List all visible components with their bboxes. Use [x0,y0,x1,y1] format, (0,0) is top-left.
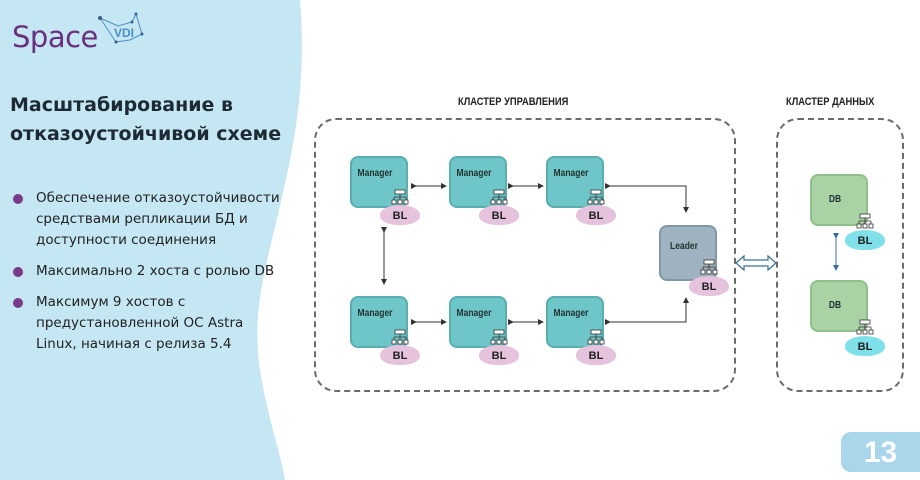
network-hierarchy-icon [490,189,508,205]
manager-node: Manager [350,296,408,348]
node-label: Manager [553,168,589,179]
bullet-dot-icon [13,267,23,277]
db-node: DB [810,174,868,226]
bl-badge: BL [479,345,519,365]
network-hierarchy-icon [856,319,874,335]
bl-badge: BL [380,205,420,225]
data-cluster [776,118,904,392]
logo-brand: Space [12,20,98,54]
node-label: Manager [456,308,492,319]
network-hierarchy-icon [391,329,409,345]
db-node: DB [810,280,868,332]
bl-badge: BL [479,205,519,225]
bullet-text: Обеспечение отказоустойчивости средствам… [36,190,280,248]
network-hierarchy-icon [700,259,718,275]
manager-node: Manager [449,156,507,208]
network-hierarchy-icon [391,189,409,205]
management-cluster-title: КЛАСТЕР УПРАВЛЕНИЯ [458,96,569,108]
bl-badge: BL [380,345,420,365]
bullet-item: Обеспечение отказоустойчивости средствам… [12,188,282,251]
node-label: Manager [456,168,492,179]
network-hierarchy-icon [490,329,508,345]
node-label: Manager [357,168,393,179]
manager-node: Manager [449,296,507,348]
bl-badge: BL [576,205,616,225]
page-number: 13 [841,432,920,472]
bl-badge: BL [845,230,885,250]
node-label: DB [828,300,842,311]
bullet-dot-icon [13,298,23,308]
logo-suffix: VDI [114,26,135,40]
node-label: Leader [670,241,698,252]
bullet-dot-icon [13,194,23,204]
bullet-text: Максимально 2 хоста с ролью DB [36,263,275,279]
network-hierarchy-icon [587,189,605,205]
logo-constellation-icon [98,12,144,44]
bullet-item: Максимально 2 хоста с ролью DB [12,261,282,282]
slide-title: Масштабирование в отказоустойчивой схеме [10,94,282,145]
logo: Space VDI [12,12,144,54]
node-label: Manager [553,308,589,319]
data-cluster-title: КЛАСТЕР ДАННЫХ [786,96,875,108]
bullet-item: Максимум 9 хостов с предустановленной ОС… [12,292,282,355]
bullet-text: Максимум 9 хостов с предустановленной ОС… [36,294,244,352]
bl-badge: BL [845,336,885,356]
network-hierarchy-icon [587,329,605,345]
node-label: Manager [357,308,393,319]
manager-node: Manager [546,156,604,208]
bl-badge: BL [689,276,729,296]
manager-node: Manager [350,156,408,208]
management-cluster [314,118,736,392]
bl-badge: BL [576,345,616,365]
network-hierarchy-icon [856,213,874,229]
bullet-list: Обеспечение отказоустойчивости средствам… [12,188,282,365]
manager-node: Manager [546,296,604,348]
node-label: DB [828,194,842,205]
